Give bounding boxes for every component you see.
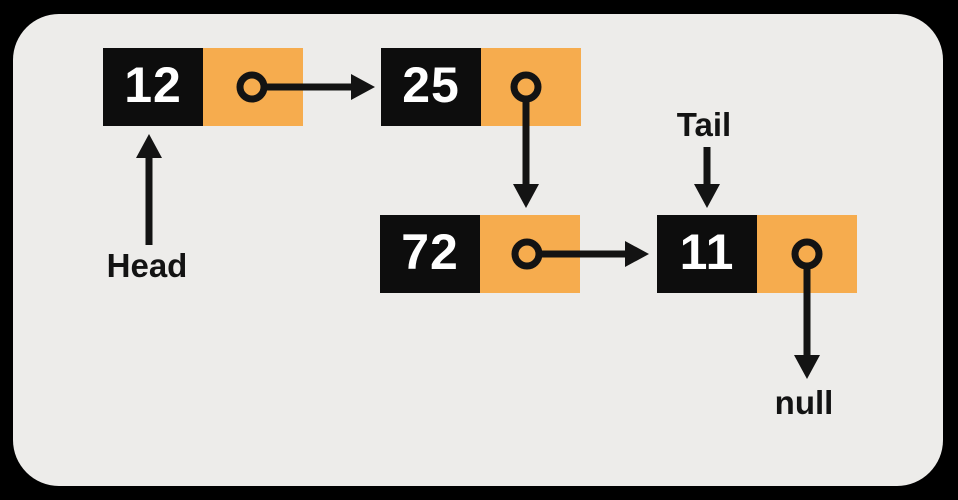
tail-label: Tail: [676, 106, 732, 143]
list-node-3: 72: [380, 215, 580, 293]
node-1-value-cell: 12: [103, 48, 203, 126]
node-1-value: 12: [124, 57, 182, 113]
node-4-value-cell: 11: [657, 215, 757, 293]
list-node-4: 11: [657, 215, 857, 293]
node-2-value: 25: [402, 57, 460, 113]
node-2-value-cell: 25: [381, 48, 481, 126]
linked-list-diagram: 12 25 72 11 Head Tail null: [13, 14, 943, 486]
tail-arrow: [694, 147, 720, 208]
node-3-value-cell: 72: [380, 215, 480, 293]
head-arrow: [136, 134, 162, 245]
node-4-value: 11: [679, 224, 735, 280]
node-1-pointer-cell: [203, 48, 303, 126]
list-node-2: 25: [381, 48, 581, 126]
null-label: null: [774, 384, 834, 421]
node-3-pointer-cell: [480, 215, 580, 293]
head-label: Head: [106, 247, 188, 284]
node-4-pointer-cell: [757, 215, 857, 293]
list-node-1: 12: [103, 48, 303, 126]
node-2-pointer-cell: [481, 48, 581, 126]
node-3-value: 72: [401, 224, 459, 280]
